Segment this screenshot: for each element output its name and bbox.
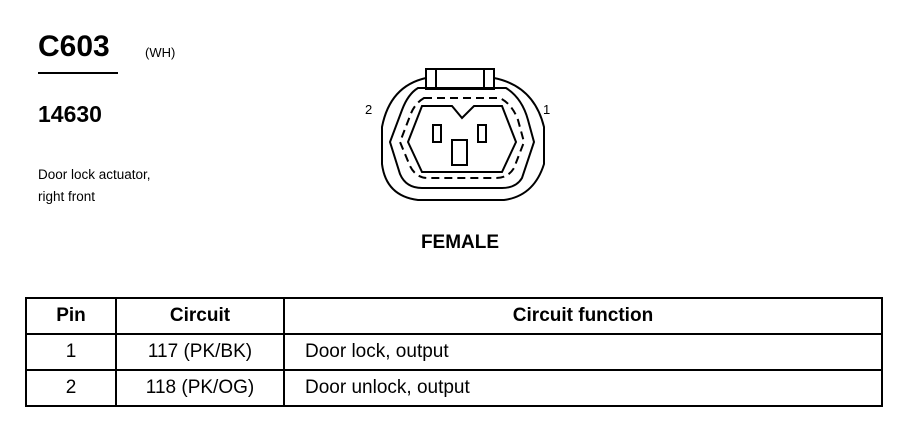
pin-label-1: 1 bbox=[543, 102, 551, 117]
column-header-circuit: Circuit bbox=[115, 297, 285, 335]
cell-circuit-function: Door unlock, output bbox=[283, 369, 883, 407]
column-header-circuit-function: Circuit function bbox=[283, 297, 883, 335]
description-line: Door lock actuator, bbox=[38, 167, 151, 182]
cell-pin: 1 bbox=[25, 333, 117, 371]
pinout-table: Pin Circuit Circuit function 1 117 (PK/B… bbox=[25, 297, 883, 407]
table-row: 2 118 (PK/OG) Door unlock, output bbox=[25, 369, 883, 407]
terminal-1 bbox=[477, 124, 487, 143]
cell-circuit: 118 (PK/OG) bbox=[115, 369, 285, 407]
connector-id-underline bbox=[38, 72, 118, 74]
connector-inner-rim bbox=[388, 87, 536, 189]
pin-label-2: 2 bbox=[365, 102, 373, 117]
connector-gender-label: FEMALE bbox=[420, 232, 500, 253]
connector-color-code: (WH) bbox=[145, 45, 176, 60]
connector-outer-housing bbox=[381, 77, 545, 201]
table-row: 1 117 (PK/BK) Door lock, output bbox=[25, 333, 883, 371]
column-header-pin: Pin bbox=[25, 297, 117, 335]
connector-id: C603 bbox=[38, 30, 110, 63]
table-header-row: Pin Circuit Circuit function bbox=[25, 297, 883, 335]
connector-seal-outline bbox=[398, 97, 526, 179]
cell-circuit-function: Door lock, output bbox=[283, 333, 883, 371]
connector-face-diagram bbox=[381, 68, 545, 201]
cell-pin: 2 bbox=[25, 369, 117, 407]
connector-description: Door lock actuator, right front bbox=[38, 164, 238, 208]
part-number: 14630 bbox=[38, 101, 102, 127]
cell-circuit: 117 (PK/BK) bbox=[115, 333, 285, 371]
terminal-2 bbox=[432, 124, 442, 143]
description-line: right front bbox=[38, 189, 96, 204]
terminal-center bbox=[451, 139, 468, 166]
connector-cavity-outline bbox=[406, 105, 518, 173]
